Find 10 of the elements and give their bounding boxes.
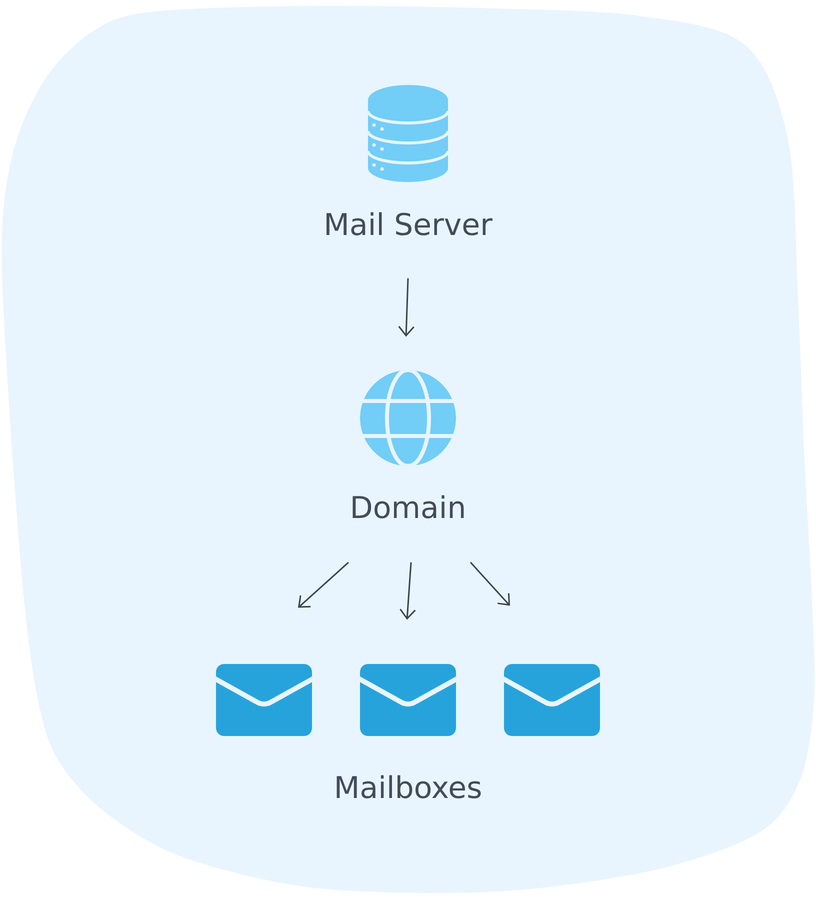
arrow xyxy=(398,278,414,337)
envelope-icon xyxy=(360,664,456,736)
arrow xyxy=(400,562,416,620)
arrow xyxy=(298,562,349,608)
envelope-icon xyxy=(216,664,312,736)
icon-caption: Mail Server xyxy=(326,212,492,236)
group-label: Mailboxes xyxy=(336,775,481,798)
arrow xyxy=(470,562,510,606)
envelope-icon xyxy=(504,664,600,736)
icon-caption: Domain xyxy=(352,495,464,518)
